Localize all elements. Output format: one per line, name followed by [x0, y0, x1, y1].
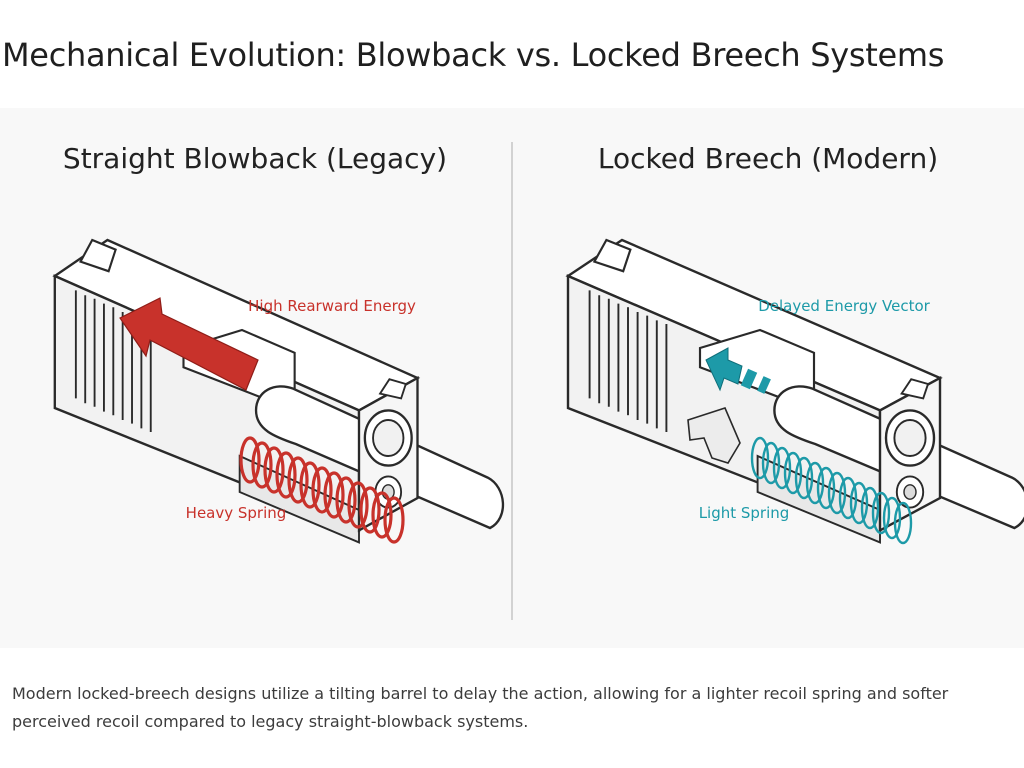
left-panel: Straight Blowback (Legacy): [53, 142, 505, 544]
right-heading: Locked Breech (Modern): [598, 142, 938, 175]
light-spring: [750, 436, 913, 545]
barrel-locking-lug: [687, 407, 741, 464]
comparison-figure: Straight Blowback (Legacy): [0, 108, 1024, 648]
delayed-energy-vector-label: Delayed Energy Vector: [758, 297, 930, 315]
energy-dash-1: [740, 368, 758, 390]
blowback-slide-illustration: [53, 238, 505, 544]
locked-breech-slide-illustration: [566, 238, 1024, 544]
delayed-energy-arrow: [705, 347, 743, 392]
light-spring-label: Light Spring: [699, 504, 790, 522]
right-panel: Locked Breech (Modern): [566, 142, 1024, 545]
caption: Modern locked-breech designs utilize a t…: [12, 684, 949, 731]
rearward-energy-arrow: [119, 297, 259, 391]
page-title: Mechanical Evolution: Blowback vs. Locke…: [2, 36, 945, 74]
heavy-spring: [239, 436, 405, 544]
energy-dash-2: [757, 376, 771, 394]
heavy-spring-label: Heavy Spring: [186, 504, 287, 522]
comparison-diagram: Straight Blowback (Legacy): [53, 142, 1024, 620]
left-heading: Straight Blowback (Legacy): [63, 142, 447, 175]
high-rearward-energy-label: High Rearward Energy: [248, 297, 416, 315]
